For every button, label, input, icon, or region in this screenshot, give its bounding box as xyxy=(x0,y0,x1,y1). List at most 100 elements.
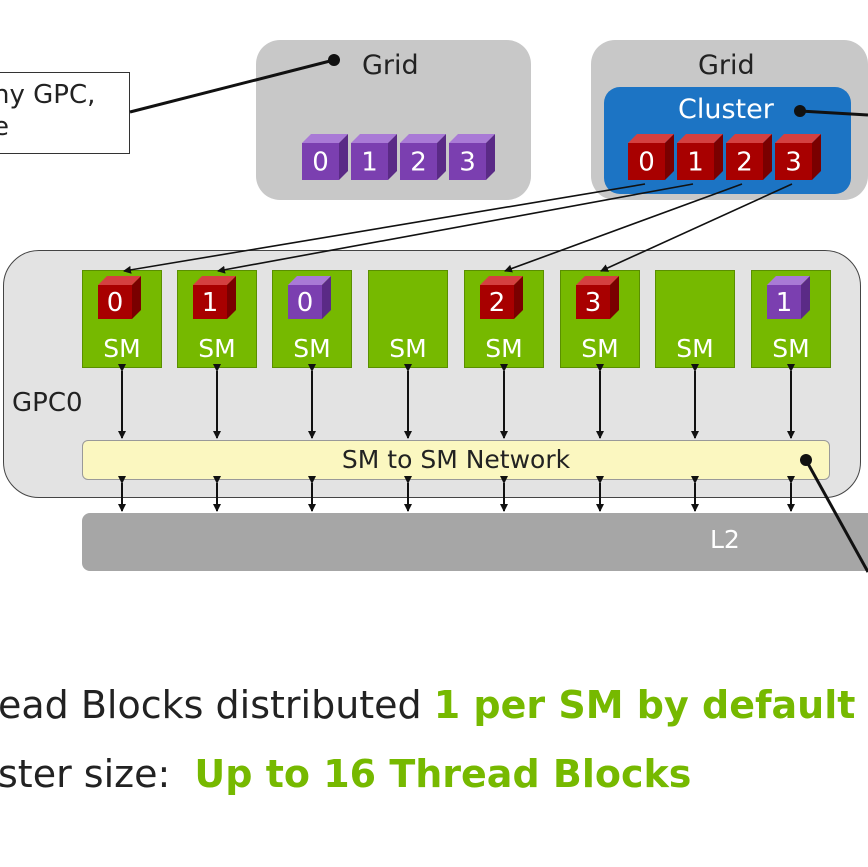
cube-side xyxy=(514,276,523,319)
thread-block-cube: 0 xyxy=(628,134,674,180)
cube-side xyxy=(486,134,495,180)
cube-front xyxy=(449,143,486,180)
network-dot xyxy=(800,454,812,466)
block-number: 1 xyxy=(202,288,219,318)
cube-top xyxy=(677,134,723,143)
l2-label: L2 xyxy=(710,525,740,554)
thread-block-cube: 1 xyxy=(767,276,810,319)
cube-front xyxy=(767,285,801,319)
cube-front xyxy=(576,285,610,319)
callout-line-1: ny GPC, xyxy=(0,80,96,110)
gpc-label: GPC0 xyxy=(12,388,83,418)
bullet-line-2-text: ster size: xyxy=(0,752,195,796)
cube-side xyxy=(388,134,397,180)
cube-top xyxy=(98,276,141,285)
cube-side xyxy=(665,134,674,180)
cube-top xyxy=(775,134,821,143)
thread-block-cube: 3 xyxy=(775,134,821,180)
cube-side xyxy=(132,276,141,319)
thread-block-cube: 3 xyxy=(576,276,619,319)
l2-cache xyxy=(82,513,868,571)
sm-label: SM xyxy=(772,334,810,363)
cube-front xyxy=(302,143,339,180)
bullet-line-2-highlight: Up to 16 Thread Blocks xyxy=(194,752,692,796)
sm-label: SM xyxy=(198,334,236,363)
cube-front xyxy=(193,285,227,319)
cube-front xyxy=(400,143,437,180)
block-number: 1 xyxy=(776,288,793,318)
callout-line-2: e xyxy=(0,112,9,142)
cube-top xyxy=(288,276,331,285)
sm-label: SM xyxy=(103,334,141,363)
cube-top xyxy=(767,276,810,285)
cube-side xyxy=(322,276,331,319)
cube-side xyxy=(801,276,810,319)
thread-block-cube: 0 xyxy=(98,276,141,319)
block-number: 0 xyxy=(107,288,124,318)
cube-top xyxy=(480,276,523,285)
cube-front xyxy=(351,143,388,180)
dist-arrow-2 xyxy=(504,183,743,273)
callout-box: ny GPC, e xyxy=(0,72,130,154)
block-number: 2 xyxy=(410,148,427,178)
sm-label: SM xyxy=(676,334,714,363)
block-number: 2 xyxy=(736,148,753,178)
cube-front xyxy=(677,143,714,180)
dist-arrow-1 xyxy=(217,183,694,274)
cube-front xyxy=(726,143,763,180)
block-number: 2 xyxy=(489,288,506,318)
block-number: 3 xyxy=(585,288,602,318)
thread-block-cube: 0 xyxy=(288,276,331,319)
cube-side xyxy=(763,134,772,180)
grid-right-label: Grid xyxy=(698,50,755,81)
cube-side xyxy=(227,276,236,319)
sm-label: SM xyxy=(485,334,523,363)
cube-side xyxy=(339,134,348,180)
bullet-line-1-highlight: 1 per SM by default xyxy=(433,683,856,727)
cube-front xyxy=(98,285,132,319)
thread-block-cube: 1 xyxy=(351,134,397,180)
sm-blocks: 0 1 0 2 3 1 xyxy=(98,276,810,319)
cube-top xyxy=(400,134,446,143)
cube-side xyxy=(437,134,446,180)
sm-to-sm-network: SM to SM Network xyxy=(82,440,830,480)
thread-block-cube: 2 xyxy=(480,276,523,319)
sm-unit-6: SM xyxy=(655,270,735,368)
cube-top xyxy=(576,276,619,285)
sm-unit-7: SM xyxy=(751,270,831,368)
thread-block-cube: 2 xyxy=(726,134,772,180)
thread-block-cube: 1 xyxy=(193,276,236,319)
network-connector xyxy=(804,459,868,573)
callout-dot xyxy=(328,54,340,66)
thread-block-cube: 2 xyxy=(400,134,446,180)
cube-top xyxy=(302,134,348,143)
sm-label: SM xyxy=(581,334,619,363)
block-number: 0 xyxy=(638,148,655,178)
cube-top xyxy=(726,134,772,143)
cube-front xyxy=(480,285,514,319)
cube-front xyxy=(288,285,322,319)
block-number: 1 xyxy=(361,148,378,178)
sm-unit-3: SM xyxy=(368,270,448,368)
cube-front xyxy=(775,143,812,180)
dist-arrow-3 xyxy=(600,183,793,272)
block-number: 3 xyxy=(459,148,476,178)
thread-block-cube: 0 xyxy=(302,134,348,180)
block-number: 0 xyxy=(297,288,314,318)
cube-side xyxy=(714,134,723,180)
bullet-line-1-text: ead Blocks distributed xyxy=(0,683,434,727)
cube-top xyxy=(628,134,674,143)
cube-side xyxy=(812,134,821,180)
cluster-label: Cluster xyxy=(678,94,774,125)
sm-label: SM xyxy=(293,334,331,363)
dist-arrow-0 xyxy=(123,183,646,274)
thread-block-cube: 1 xyxy=(677,134,723,180)
cube-top xyxy=(351,134,397,143)
cube-front xyxy=(628,143,665,180)
cube-top xyxy=(193,276,236,285)
sm-network-arrows xyxy=(118,364,795,512)
bullet-line-1: ead Blocks distributed 1 per SM by defau… xyxy=(0,683,855,727)
